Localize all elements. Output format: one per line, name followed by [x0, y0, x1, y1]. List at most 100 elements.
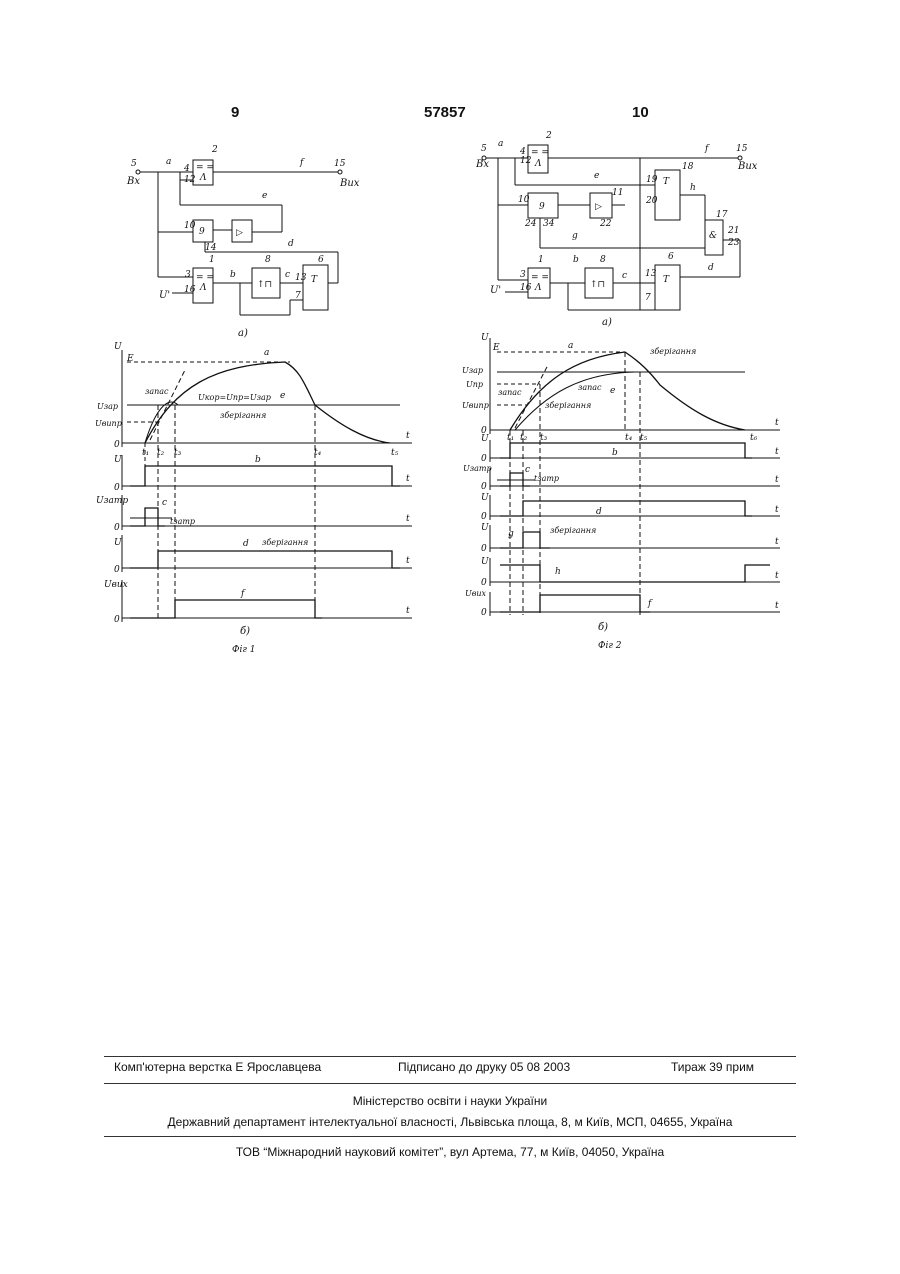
- fig1-node-f: f: [299, 158, 305, 168]
- fig2-time-t2: t₂: [520, 433, 528, 443]
- fig2-zero-7: 0: [481, 608, 487, 618]
- fig2-t-4: t: [775, 505, 779, 515]
- fig2-amp-sign: ▷: [595, 202, 602, 212]
- fig2-label-h: h: [555, 567, 561, 577]
- fig2-t-3: t: [775, 475, 779, 485]
- fig2-label-d: d: [596, 507, 602, 517]
- fig1-node-b: b: [230, 270, 236, 280]
- fig1-pulse-sign: ↑⊓: [257, 280, 272, 290]
- fig1-sublabel-a: а): [238, 328, 248, 339]
- fig2-trigger-6: [655, 265, 680, 310]
- fig1-zero-4: 0: [114, 565, 120, 575]
- fig1-node-6: 6: [318, 255, 324, 265]
- fig1-node-e: e: [262, 191, 267, 201]
- fig2-node-21: 21: [727, 226, 739, 236]
- fig2-y-label-3: Uзатр: [463, 464, 492, 473]
- fig2-cmp-sign-1: = =: [531, 273, 549, 283]
- fig1-trigger-sign: T: [311, 275, 318, 285]
- fig1-sublabel-b: б): [240, 626, 250, 637]
- fig2-node-a: a: [498, 139, 503, 149]
- trigger-block-6: [303, 265, 328, 310]
- fig2-zero-3: 0: [481, 482, 487, 492]
- fig1-signal-f: [130, 600, 322, 618]
- fig2-label-g: g: [508, 529, 514, 539]
- fig2-signal-b: [500, 443, 752, 458]
- fig1-signal-c: [130, 508, 165, 526]
- footer-signed-date: Підписано до друку 05 08 2003: [398, 1060, 570, 1074]
- fig2-level-vypr: Uвипр: [462, 401, 489, 410]
- fig2-curve-a: [510, 352, 745, 430]
- fig1-note-equality: Uкор=Uпр=Uзар: [198, 393, 271, 402]
- footer-print-run: Тираж 39 прим: [671, 1060, 754, 1074]
- fig2-and-sign-1: Λ: [534, 283, 542, 293]
- fig1-t-5: t: [406, 606, 410, 616]
- fig2-time-t5: t₅: [640, 433, 648, 443]
- fig2-cmp-sign-2: = =: [531, 148, 549, 158]
- fig2-zero-5: 0: [481, 544, 487, 554]
- fig1-and-sign-1: Λ: [199, 283, 207, 293]
- fig2-zero-4: 0: [481, 512, 487, 522]
- fig2-node-2: 2: [545, 131, 552, 141]
- fig1-y-label-4: U: [114, 538, 122, 548]
- fig1-cmp-sign-2: = =: [196, 163, 214, 173]
- fig2-node-34: 34: [543, 219, 555, 229]
- fig1-node-14: 14: [205, 243, 217, 253]
- fig2-node-9: 9: [539, 202, 545, 212]
- fig2-node-23: 23: [727, 238, 740, 248]
- footer-rule-top: [104, 1056, 796, 1057]
- fig1-label-a: a: [264, 348, 269, 358]
- fig2-label-f: f: [647, 599, 653, 609]
- fig2-label-e: e: [610, 386, 615, 396]
- fig2-level-e: E: [492, 343, 500, 353]
- fig2-node-12: 12: [520, 156, 532, 166]
- fig1-level-e: E: [126, 354, 134, 364]
- fig2-node-19: 19: [646, 175, 658, 185]
- fig1-node-10: 10: [184, 221, 196, 231]
- fig2-zero-2: 0: [481, 454, 487, 464]
- fig2-label-a: a: [568, 341, 573, 351]
- fig2-note-reserve-2: запас: [578, 383, 602, 392]
- fig1-level-vypr: Uвипр: [95, 419, 122, 428]
- fig1-node-c: c: [285, 270, 290, 280]
- fig1-caption: Фіг 1: [232, 645, 255, 655]
- fig1-node-5: 5: [131, 159, 137, 169]
- fig2-y-label-1: U: [481, 333, 489, 343]
- fig1-t-1: t: [406, 431, 410, 441]
- fig2-trigger-sign-18: T: [663, 177, 670, 187]
- fig1-time-t3: t₃: [174, 448, 182, 458]
- fig2-note-storage-3: зберігання: [550, 526, 596, 535]
- fig2-label-c: c: [525, 465, 530, 475]
- fig2-y-label-6: U: [481, 557, 489, 567]
- fig2-note-reserve-1: запас: [498, 388, 522, 397]
- fig1-label-b: b: [255, 455, 261, 465]
- fig1-node-8: 8: [265, 255, 271, 265]
- fig2-node-10: 10: [518, 195, 530, 205]
- fig1-node-15: 15: [334, 159, 346, 169]
- fig2-time-t3: t₃: [540, 433, 548, 443]
- fig2-t-5: t: [775, 537, 779, 547]
- fig2-y-label-4: U: [481, 493, 489, 503]
- fig2-zero-1: 0: [481, 426, 487, 436]
- fig2-node-16: 16: [520, 283, 532, 293]
- fig1-node-a: a: [166, 157, 171, 167]
- fig2-time-t1: t₁: [507, 433, 514, 443]
- fig1-zero-5: 0: [114, 615, 120, 625]
- fig2-t-6: t: [775, 571, 779, 581]
- fig2-note-storage-2: зберігання: [650, 347, 696, 356]
- fig2-time-t4: t₄: [625, 433, 633, 443]
- fig1-zero-2: 0: [114, 483, 120, 493]
- fig1-node-9: 9: [199, 227, 205, 237]
- fig2-sublabel-a: а): [602, 317, 612, 328]
- fig1-time-t5: t₅: [391, 448, 399, 458]
- fig2-caption: Фіг 2: [598, 641, 622, 651]
- footer-ministry: Міністерство освіти і науки України: [0, 1094, 900, 1108]
- fig2-node-d: d: [708, 263, 714, 273]
- fig1-label-d: d: [243, 539, 249, 549]
- fig2-level-pr: Uпр: [466, 380, 483, 389]
- fig1-zero-3: 0: [114, 523, 120, 533]
- fig2-output-label: Вих: [737, 161, 758, 172]
- fig1-node-16: 16: [184, 285, 196, 295]
- fig1-y-label-2: U: [114, 455, 122, 465]
- fig2-node-20: 20: [645, 196, 658, 206]
- fig1-t-3: t: [406, 514, 410, 524]
